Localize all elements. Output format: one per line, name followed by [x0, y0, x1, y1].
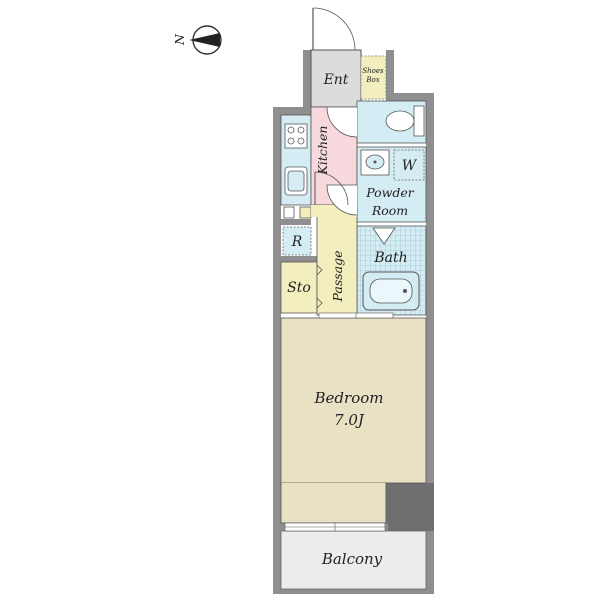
- bathtub-drain: [403, 289, 407, 293]
- wash-basin-icon: [360, 149, 390, 176]
- north-arrow-icon: [189, 33, 220, 47]
- stove-icon: [284, 123, 308, 149]
- washer-label: W: [402, 158, 418, 174]
- entrance-door-icon: [312, 7, 356, 51]
- powder-room-label-line2: Room: [371, 203, 408, 218]
- storage-label: Sto: [287, 280, 311, 296]
- passage-label: Passage: [330, 251, 345, 303]
- bathtub-inner: [369, 278, 413, 304]
- toilet-door-icon: [326, 106, 358, 138]
- shoes-box: [360, 55, 387, 100]
- powder-room-label-line1: Powder: [365, 185, 415, 200]
- refrigerator-label: R: [291, 234, 303, 250]
- balcony-window-icon: [284, 522, 386, 532]
- storage-room: [280, 261, 318, 314]
- entrance-label: Ent: [323, 72, 349, 88]
- washer-space: [393, 149, 425, 181]
- shoes-box-label-line1: Shoes: [362, 67, 384, 75]
- balcony-label: Balcony: [321, 550, 383, 568]
- bath-door-icon: [372, 227, 396, 245]
- passage-floor: [316, 204, 358, 316]
- kitchen-label: Kitchen: [315, 126, 330, 176]
- entrance-floor: [310, 49, 362, 108]
- storage-door-icon: [316, 264, 323, 309]
- bath-label: Bath: [373, 250, 407, 266]
- shoes-box-label-line2: Box: [365, 76, 379, 84]
- refrigerator-space: [282, 226, 312, 256]
- passage-door-icon: [314, 171, 349, 206]
- small-cabinet-right: [299, 206, 312, 219]
- small-cabinet-left: [283, 206, 295, 219]
- bedroom-door-icon: [318, 312, 394, 319]
- compass: N: [172, 25, 222, 55]
- bedroom-floor: [280, 317, 427, 484]
- powder-room-door-icon: [326, 184, 358, 216]
- bedroom-label: Bedroom: [314, 389, 384, 407]
- toilet-icon: [385, 105, 425, 137]
- bedroom-floor-lower: [281, 483, 386, 523]
- compass-label: N: [172, 33, 187, 46]
- bedroom-size-label: 7.0J: [334, 411, 365, 429]
- balcony-floor: [280, 530, 427, 590]
- kitchen-sink-icon: [284, 166, 308, 196]
